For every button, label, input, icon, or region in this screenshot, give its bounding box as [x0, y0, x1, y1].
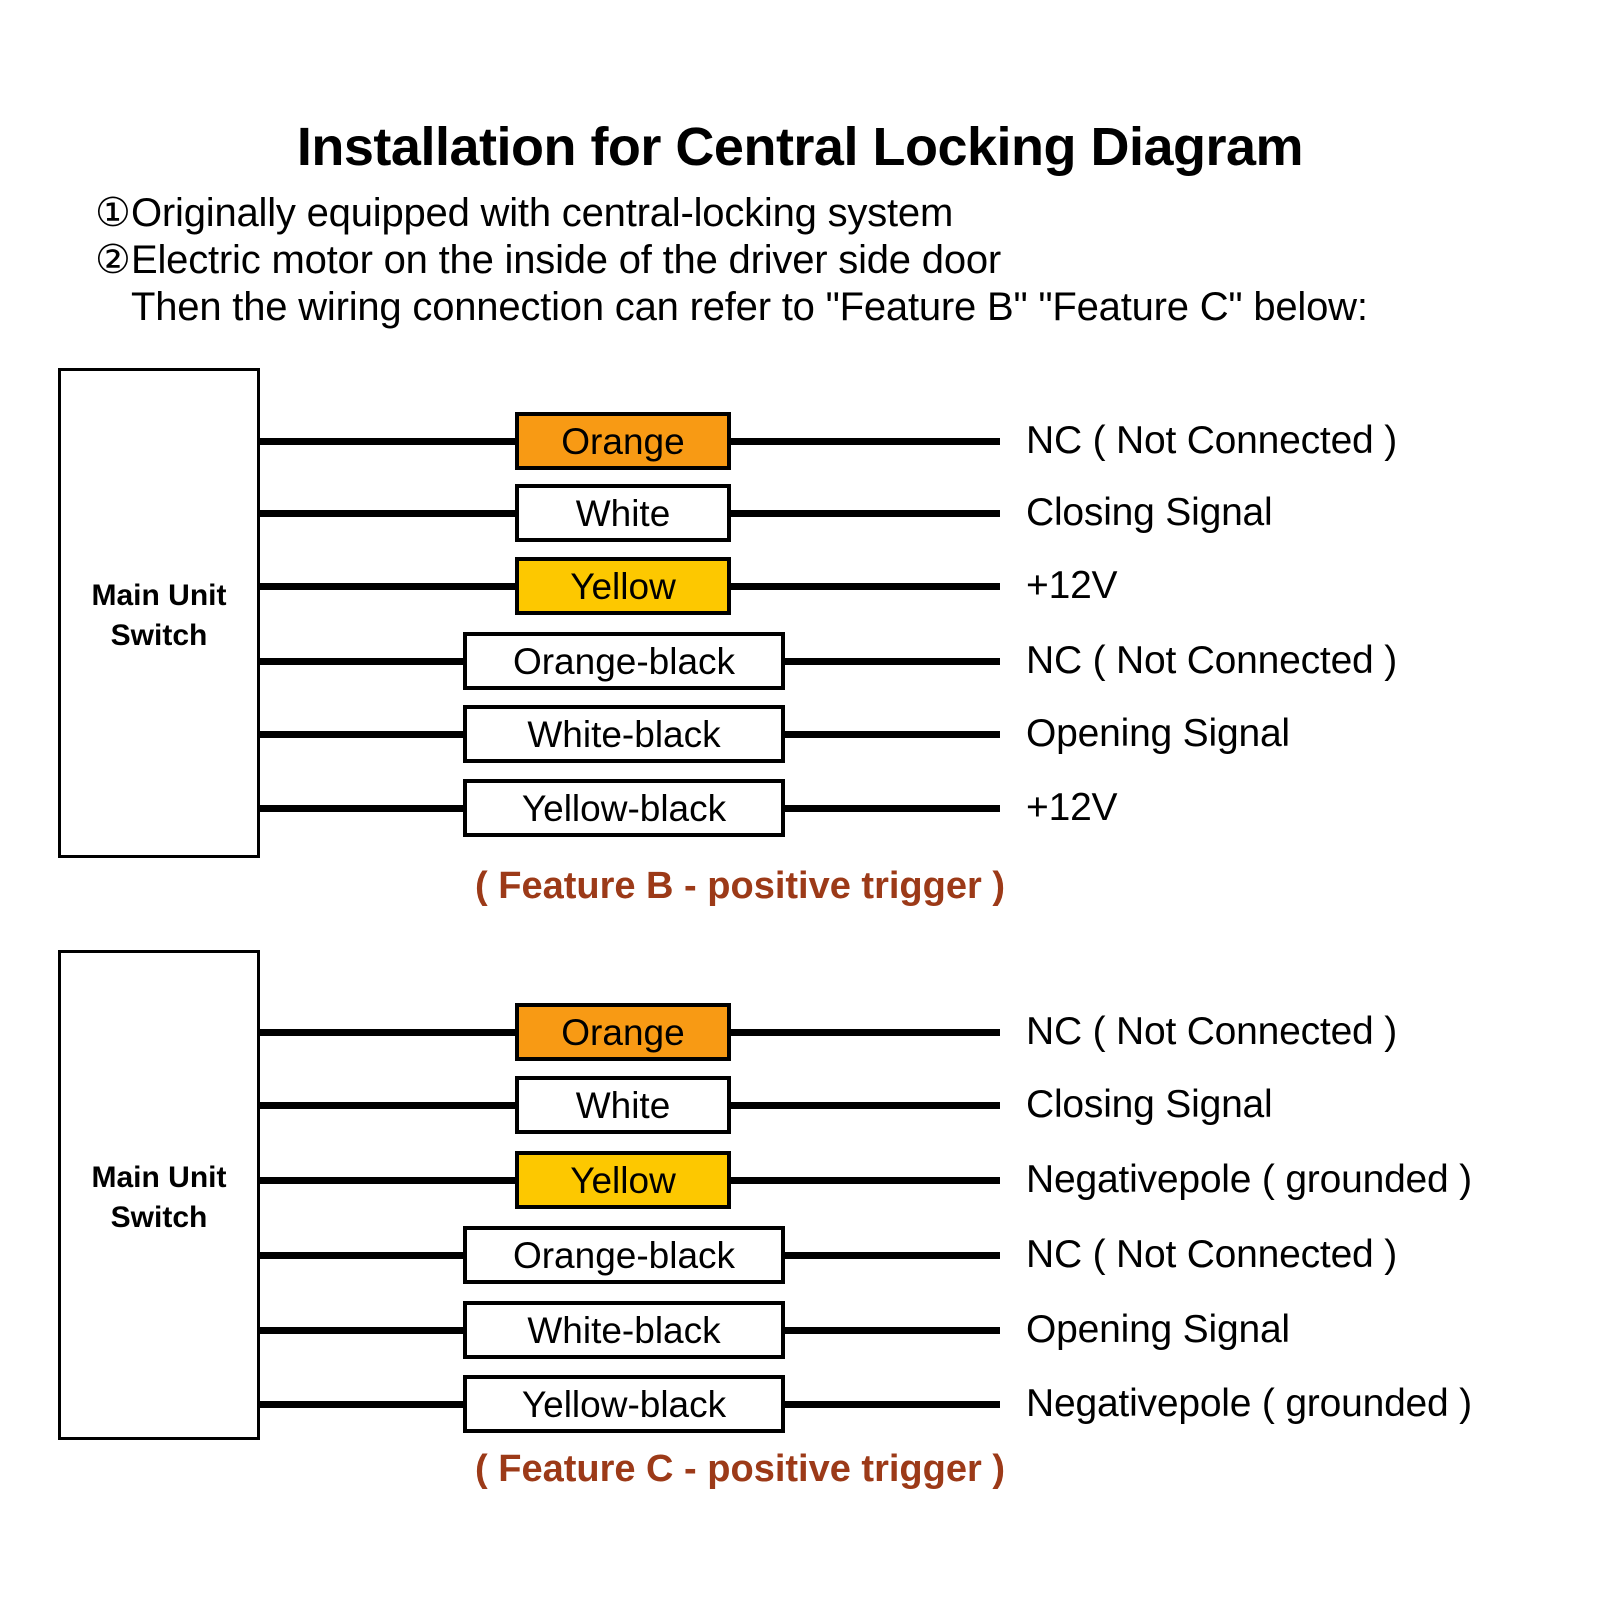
wire-segment-left — [260, 1102, 515, 1109]
wire-label-box: White — [515, 1076, 731, 1134]
wire-label-text: White-black — [527, 713, 721, 755]
wire-description: Negativepole ( grounded ) — [1026, 1158, 1472, 1201]
wire-label-box: White — [515, 484, 731, 542]
wire-label-text: Orange — [561, 420, 685, 462]
wire-label-box: Yellow-black — [463, 1375, 785, 1433]
wire-label-text: White — [575, 492, 671, 534]
main-unit-box: Main Unit Switch — [58, 950, 260, 1440]
wire-segment-left — [260, 1029, 515, 1036]
intro-text-block: ①Originally equipped with central-lockin… — [95, 190, 1515, 331]
wire-segment-right — [785, 731, 1000, 738]
intro-marker-2: ② — [95, 238, 131, 282]
wire-segment-left — [260, 731, 463, 738]
wire-label-text: White-black — [527, 1309, 721, 1351]
wire-description: Opening Signal — [1026, 712, 1290, 755]
wire-description: Closing Signal — [1026, 1083, 1273, 1126]
wire-label-text: Yellow-black — [521, 1383, 727, 1425]
wire-segment-right — [785, 805, 1000, 812]
wire-segment-right — [731, 1102, 1000, 1109]
wire-label-text: Yellow — [570, 1159, 676, 1201]
wire-label-text: Orange — [561, 1011, 685, 1053]
intro-marker-1: ① — [95, 191, 131, 235]
wire-description: Closing Signal — [1026, 491, 1273, 534]
wire-segment-left — [260, 1401, 463, 1408]
wire-description: NC ( Not Connected ) — [1026, 639, 1397, 682]
wire-segment-left — [260, 1327, 463, 1334]
diagram-caption-text: ( Feature B - positive trigger ) — [475, 865, 1005, 907]
intro-text-3: Then the wiring connection can refer to … — [131, 285, 1368, 329]
wire-segment-left — [260, 658, 463, 665]
wire-segment-left — [260, 583, 515, 590]
diagram-caption: ( Feature B - positive trigger ) — [0, 865, 1600, 908]
main-unit-label: Main Unit Switch — [91, 579, 227, 652]
wire-description: Opening Signal — [1026, 1308, 1290, 1351]
wire-description: Negativepole ( grounded ) — [1026, 1382, 1472, 1425]
wire-label-text: Yellow — [570, 565, 676, 607]
wire-segment-left — [260, 510, 515, 517]
wire-label-text: Yellow-black — [521, 787, 727, 829]
diagram-caption: ( Feature C - positive trigger ) — [0, 1448, 1600, 1491]
intro-line-1: ①Originally equipped with central-lockin… — [95, 190, 1515, 237]
wire-label-box: Yellow — [515, 1151, 731, 1209]
main-unit-label: Main Unit Switch — [91, 1161, 227, 1234]
page-title: Installation for Central Locking Diagram — [296, 117, 1304, 177]
wire-segment-right — [731, 583, 1000, 590]
wire-label-box: Yellow-black — [463, 779, 785, 837]
wire-description: +12V — [1026, 786, 1118, 829]
wire-segment-right — [731, 438, 1000, 445]
wire-segment-left — [260, 438, 515, 445]
wire-label-text: Orange-black — [512, 640, 736, 682]
wire-label-box: Orange — [515, 412, 731, 470]
wire-description: NC ( Not Connected ) — [1026, 1233, 1397, 1276]
wire-segment-left — [260, 805, 463, 812]
diagram-feature-b: Main Unit Switch Orange NC ( Not Connecte… — [0, 368, 1600, 908]
wire-description: NC ( Not Connected ) — [1026, 1010, 1397, 1053]
wire-label-text: Orange-black — [512, 1234, 736, 1276]
wire-label-box: White-black — [463, 1301, 785, 1359]
intro-line-3: Then the wiring connection can refer to … — [95, 284, 1515, 331]
wire-label-box: Orange-black — [463, 1226, 785, 1284]
wire-label-box: White-black — [463, 705, 785, 763]
wire-segment-right — [785, 1327, 1000, 1334]
wire-segment-right — [731, 510, 1000, 517]
wire-description: +12V — [1026, 564, 1118, 607]
wire-label-box: Orange — [515, 1003, 731, 1061]
intro-line-2: ②Electric motor on the inside of the dri… — [95, 237, 1515, 284]
wire-label-text: White — [575, 1084, 671, 1126]
wire-segment-right — [785, 1252, 1000, 1259]
wire-segment-right — [731, 1029, 1000, 1036]
main-unit-box: Main Unit Switch — [58, 368, 260, 858]
intro-text-2: Electric motor on the inside of the driv… — [131, 238, 1002, 282]
wire-description: NC ( Not Connected ) — [1026, 419, 1397, 462]
wire-segment-right — [785, 658, 1000, 665]
wire-segment-right — [731, 1177, 1000, 1184]
wire-segment-right — [785, 1401, 1000, 1408]
intro-text-1: Originally equipped with central-locking… — [131, 191, 954, 235]
wire-label-box: Orange-black — [463, 632, 785, 690]
wire-segment-left — [260, 1177, 515, 1184]
wire-segment-left — [260, 1252, 463, 1259]
diagram-caption-text: ( Feature C - positive trigger ) — [475, 1448, 1005, 1490]
wire-label-box: Yellow — [515, 557, 731, 615]
diagram-feature-c: Main Unit Switch Orange NC ( Not Connecte… — [0, 0, 1600, 1490]
